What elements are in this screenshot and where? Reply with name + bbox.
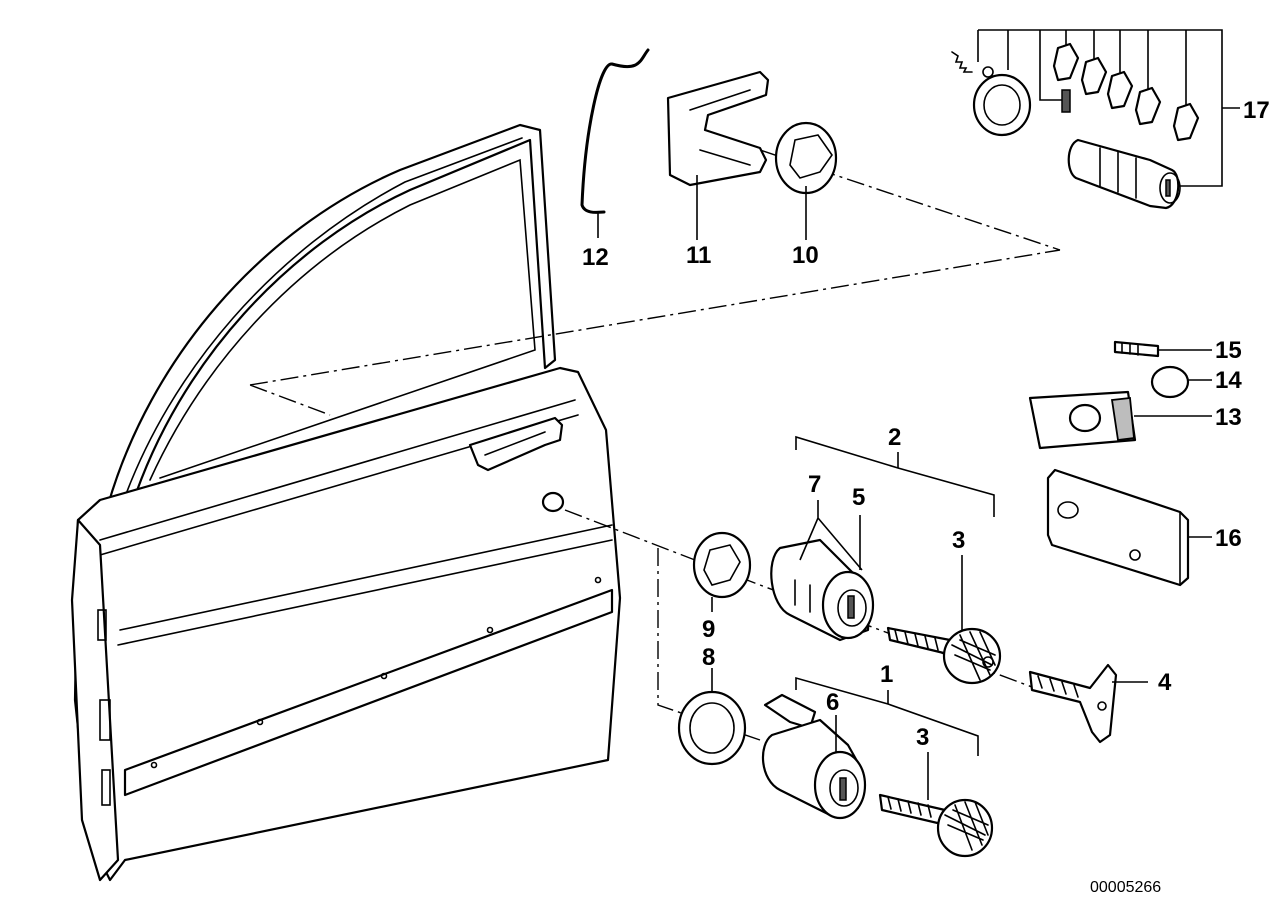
label-part-17: 17 xyxy=(1243,97,1270,124)
label-part-9: 9 xyxy=(702,616,715,643)
label-part-13: 13 xyxy=(1215,404,1242,431)
part-17-lock-set xyxy=(951,29,1240,210)
label-part-8: 8 xyxy=(702,644,715,671)
part-11-clip xyxy=(666,70,770,240)
callout-labels: 1 2 3 3 4 5 6 7 8 9 10 11 12 13 14 15 16… xyxy=(582,97,1270,751)
part-10-disc xyxy=(774,121,838,240)
label-part-2: 2 xyxy=(888,424,901,451)
part-13-plate xyxy=(1028,390,1212,450)
label-part-11: 11 xyxy=(686,242,711,269)
door-panel xyxy=(70,123,622,882)
part-16-box xyxy=(1046,468,1212,587)
label-part-12: 12 xyxy=(582,244,609,271)
label-part-5: 5 xyxy=(852,484,865,511)
part-2-lock-assembly xyxy=(692,435,1148,744)
label-part-10: 10 xyxy=(792,242,819,269)
part-1-lock-assembly xyxy=(677,668,994,858)
label-part-3-lower: 3 xyxy=(916,724,929,751)
part-14-cap xyxy=(1150,365,1212,399)
diagram-reference-number: 00005266 xyxy=(1090,879,1161,896)
label-part-3-upper: 3 xyxy=(952,527,965,554)
label-part-6: 6 xyxy=(826,689,839,716)
assembly-line-door xyxy=(249,129,1061,416)
label-part-15: 15 xyxy=(1215,337,1242,364)
part-12-rod xyxy=(580,48,650,238)
label-part-16: 16 xyxy=(1215,525,1242,552)
part-15-screw xyxy=(1113,340,1212,358)
label-part-7: 7 xyxy=(808,471,821,498)
label-part-14: 14 xyxy=(1215,367,1242,394)
label-part-1: 1 xyxy=(880,661,893,688)
label-part-4: 4 xyxy=(1158,669,1172,696)
